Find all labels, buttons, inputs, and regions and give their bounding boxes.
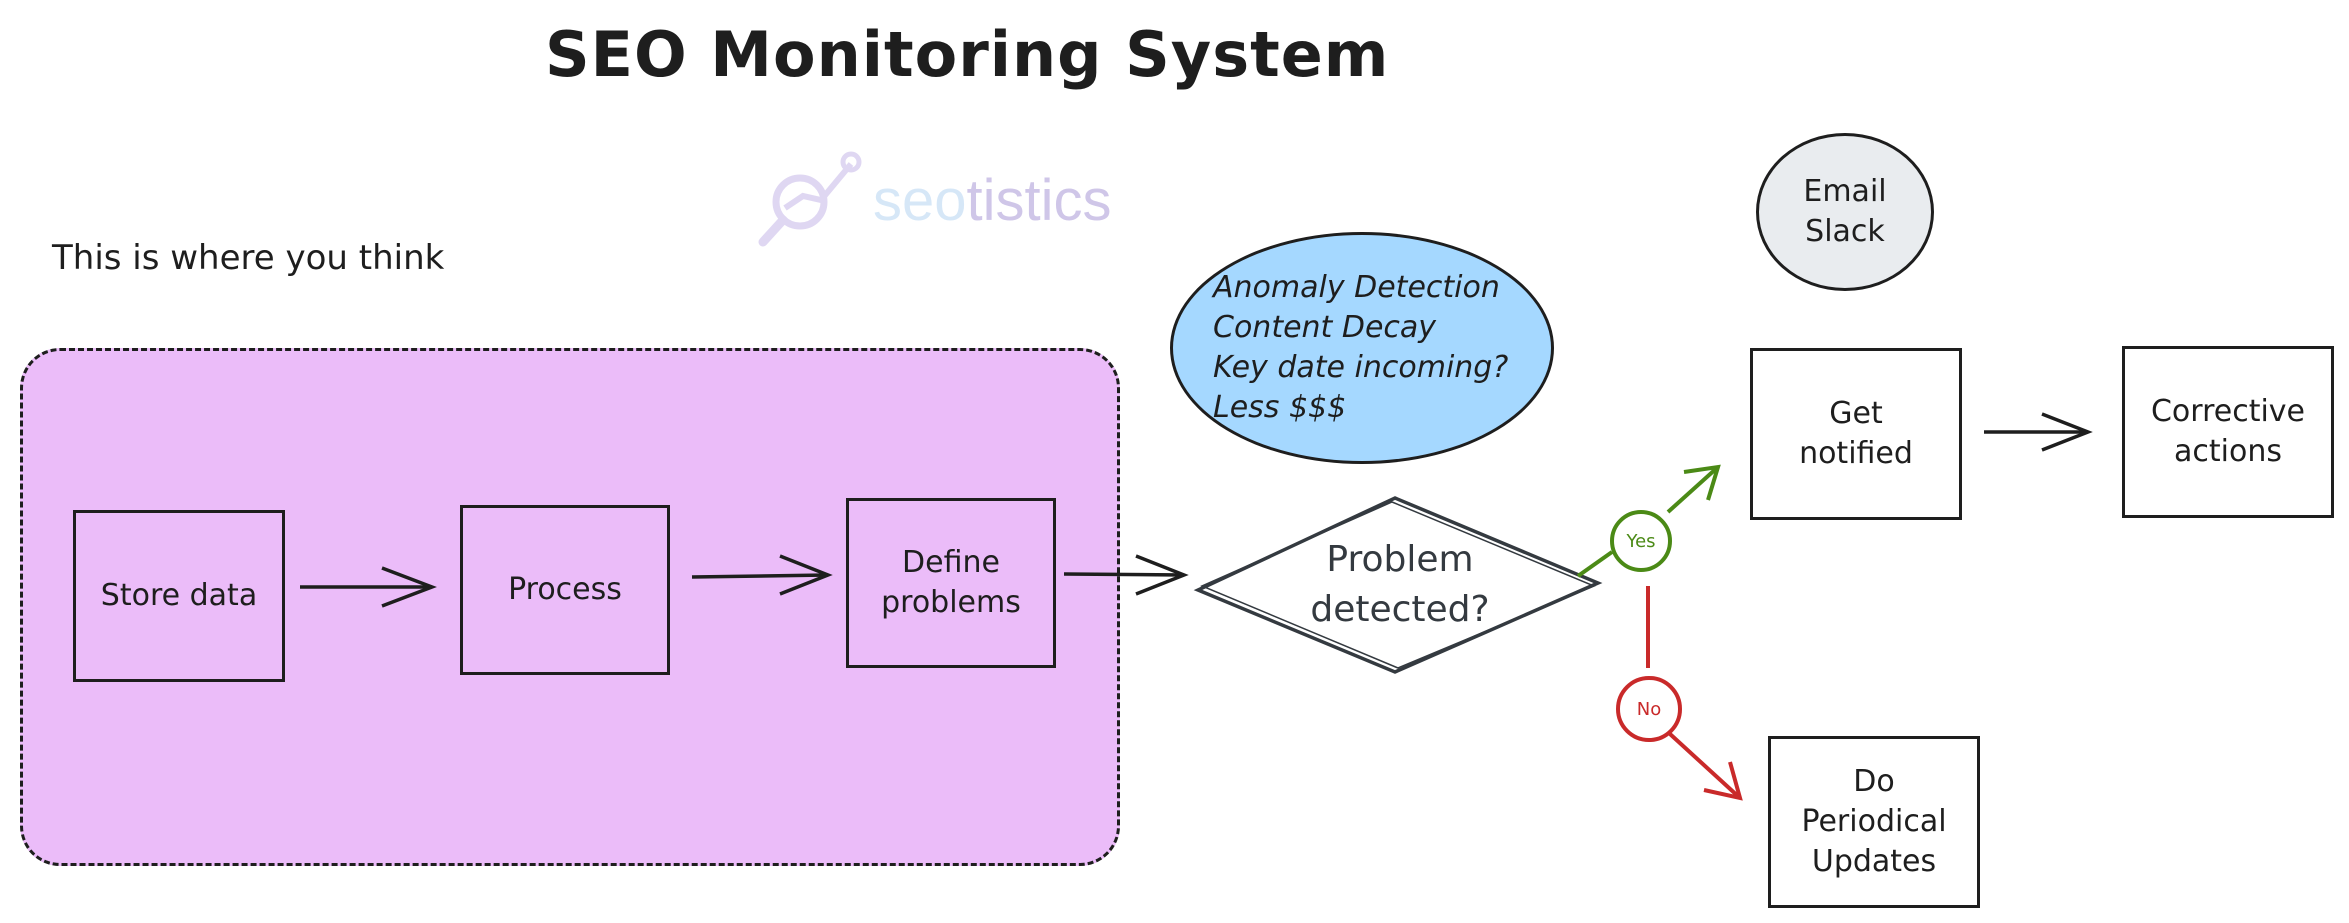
thinking-zone [20, 348, 1120, 866]
corrective-actions-label: Corrective actions [2150, 394, 2306, 469]
triggers-ellipse: Anomaly Detection Content Decay Key date… [1170, 232, 1554, 464]
logo-text-suffix: tistics [966, 167, 1112, 233]
store-data-label: Store data [100, 578, 258, 613]
store-data-box: Store data [73, 510, 285, 682]
get-notified-box: Get notified [1750, 348, 1962, 520]
periodical-updates-box: Do Periodical Updates [1768, 736, 1980, 908]
process-label: Process [508, 572, 622, 607]
channels-circle: Email Slack [1756, 133, 1934, 291]
yes-branch-arrow [1576, 464, 1721, 578]
no-branch-badge: No [1616, 676, 1682, 742]
no-label: No [1636, 698, 1662, 720]
process-box: Process [460, 505, 670, 675]
arrow-notified-to-corrective [1984, 412, 2093, 452]
arrow-define-to-decision [1063, 554, 1189, 596]
yes-label: Yes [1626, 530, 1656, 552]
magnifier-chart-icon [758, 151, 862, 247]
arrow-store-to-process [300, 566, 437, 608]
logo-text-prefix: seo [873, 167, 967, 233]
diagram-title: SEO Monitoring System [545, 18, 1390, 91]
logo-text: seotistics [873, 167, 1112, 234]
zone-caption: This is where you think [52, 238, 445, 278]
define-problems-box: Define problems [846, 498, 1056, 668]
seotistics-logo: seotistics [755, 150, 1135, 250]
problem-detected-label: Problem detected? [1310, 539, 1490, 630]
channels-label: Email Slack [1803, 174, 1887, 249]
triggers-label: Anomaly Detection Content Decay Key date… [1213, 270, 1509, 425]
periodical-updates-label: Do Periodical Updates [1801, 764, 1947, 879]
define-problems-label: Define problems [881, 545, 1021, 620]
arrow-process-to-define [691, 554, 833, 596]
no-branch-arrow [1646, 586, 1743, 801]
get-notified-label: Get notified [1799, 396, 1913, 471]
yes-branch-badge: Yes [1610, 510, 1672, 572]
corrective-actions-box: Corrective actions [2122, 346, 2334, 518]
